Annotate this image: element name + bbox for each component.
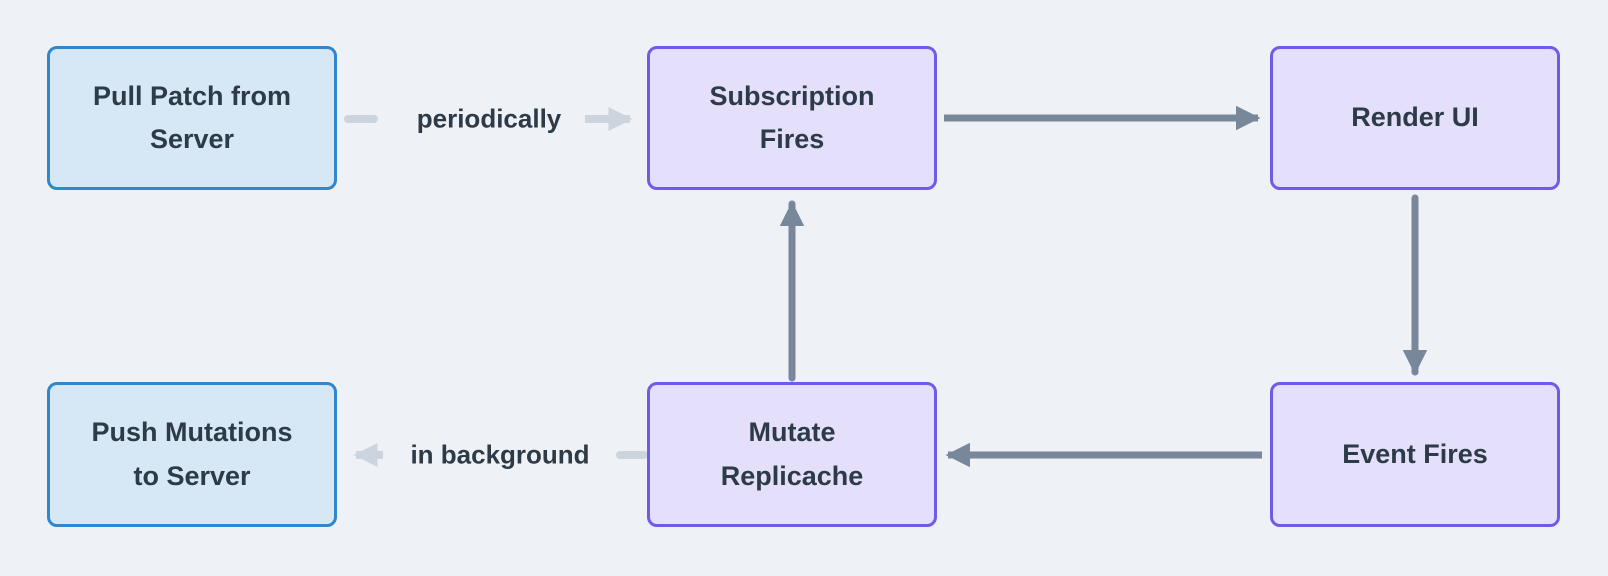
edge-label-in-background: in background xyxy=(410,439,590,470)
node-push-mutations-label: Push Mutations to Server xyxy=(91,417,293,491)
node-render-ui: Render UI xyxy=(1270,46,1560,190)
node-pull-patch: Pull Patch from Server xyxy=(47,46,337,190)
node-push-mutations: Push Mutations to Server xyxy=(47,382,337,527)
node-event-fires-label: Event Fires xyxy=(1342,438,1488,469)
node-event-fires: Event Fires xyxy=(1270,382,1560,527)
node-pull-patch-label: Pull Patch from Server xyxy=(92,80,292,154)
node-mutate-replicache: Mutate Replicache xyxy=(647,382,937,527)
node-mutate-replicache-label: Mutate Replicache xyxy=(720,417,864,491)
node-subscription-fires-label: Subscription Fires xyxy=(709,80,875,154)
node-subscription-fires: Subscription Fires xyxy=(647,46,937,190)
edge-label-periodically: periodically xyxy=(416,103,562,134)
node-render-ui-label: Render UI xyxy=(1351,102,1479,133)
